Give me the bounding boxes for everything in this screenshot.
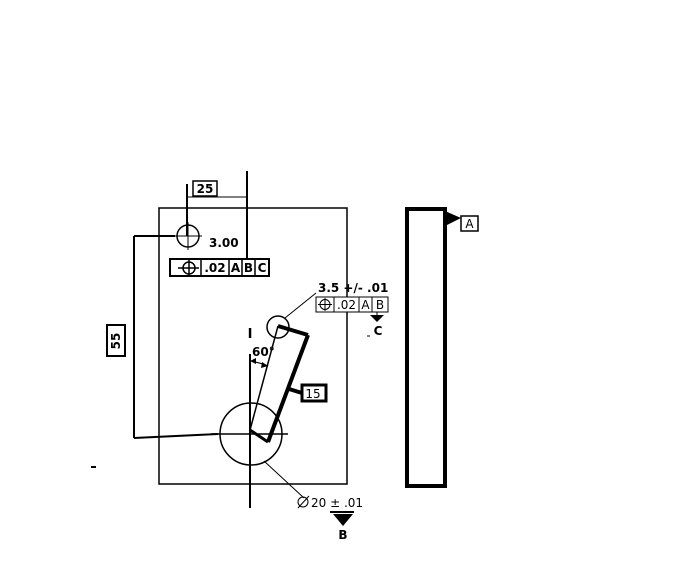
small-fcf-datum-2: B	[376, 298, 384, 312]
small-hole-size-label: 3.5 +/- .01	[318, 281, 388, 295]
small-fcf-tolerance: .02	[337, 298, 356, 312]
datum-a-label: A	[465, 217, 474, 231]
basic-dim-25-box	[192, 180, 218, 197]
datum-b-label: B	[338, 528, 347, 542]
datum-c-label: C	[374, 324, 383, 338]
slot-line-top	[277, 324, 309, 337]
small-hole-circle	[266, 315, 290, 339]
slot-dim-15-leader	[288, 387, 303, 395]
basic-dim-15-text: 15	[305, 387, 320, 401]
top-fcf-datum-1: A	[231, 261, 241, 275]
large-hole-leader	[263, 460, 305, 499]
large-hole-size-label: 20 ± .01	[311, 496, 363, 510]
small-hole-leader	[284, 292, 317, 319]
basic-dim-25-text: 25	[197, 182, 214, 196]
top-hole-fcf: .02 A B C	[169, 258, 270, 277]
datum-c-triangle	[370, 315, 384, 322]
top-fcf-tolerance: .02	[204, 261, 225, 275]
position-symbol-icon	[318, 298, 332, 311]
angle-arrow-left	[250, 358, 256, 364]
basic-dim-55-box	[106, 324, 126, 357]
datum-b-triangle	[333, 514, 353, 526]
plate-outline	[158, 207, 348, 485]
slot-line-inner	[249, 325, 279, 431]
basic-dim-15-box	[300, 383, 328, 403]
side-view-outline	[405, 207, 447, 488]
small-fcf-datum-1: A	[361, 298, 370, 312]
center-mark-label: I	[248, 327, 253, 342]
angle-60-label: 60°	[252, 345, 275, 359]
small-hole-fcf: .02 A B	[315, 296, 389, 313]
top-hole-size-label: 3.00	[209, 236, 239, 250]
position-symbol-icon	[178, 259, 199, 277]
datum-a-box	[460, 215, 479, 232]
angle-arrow-right	[261, 362, 268, 368]
top-fcf-datum-2: B	[244, 261, 253, 275]
basic-dim-55-text: 55	[109, 333, 123, 350]
top-fcf-datum-3: C	[258, 261, 267, 275]
slot-line-outer	[266, 334, 310, 443]
slot-line-bottom	[249, 428, 269, 444]
datum-a-triangle	[445, 211, 461, 226]
diameter-symbol-icon	[297, 495, 310, 509]
dim-55-bottom-ext	[133, 433, 219, 439]
